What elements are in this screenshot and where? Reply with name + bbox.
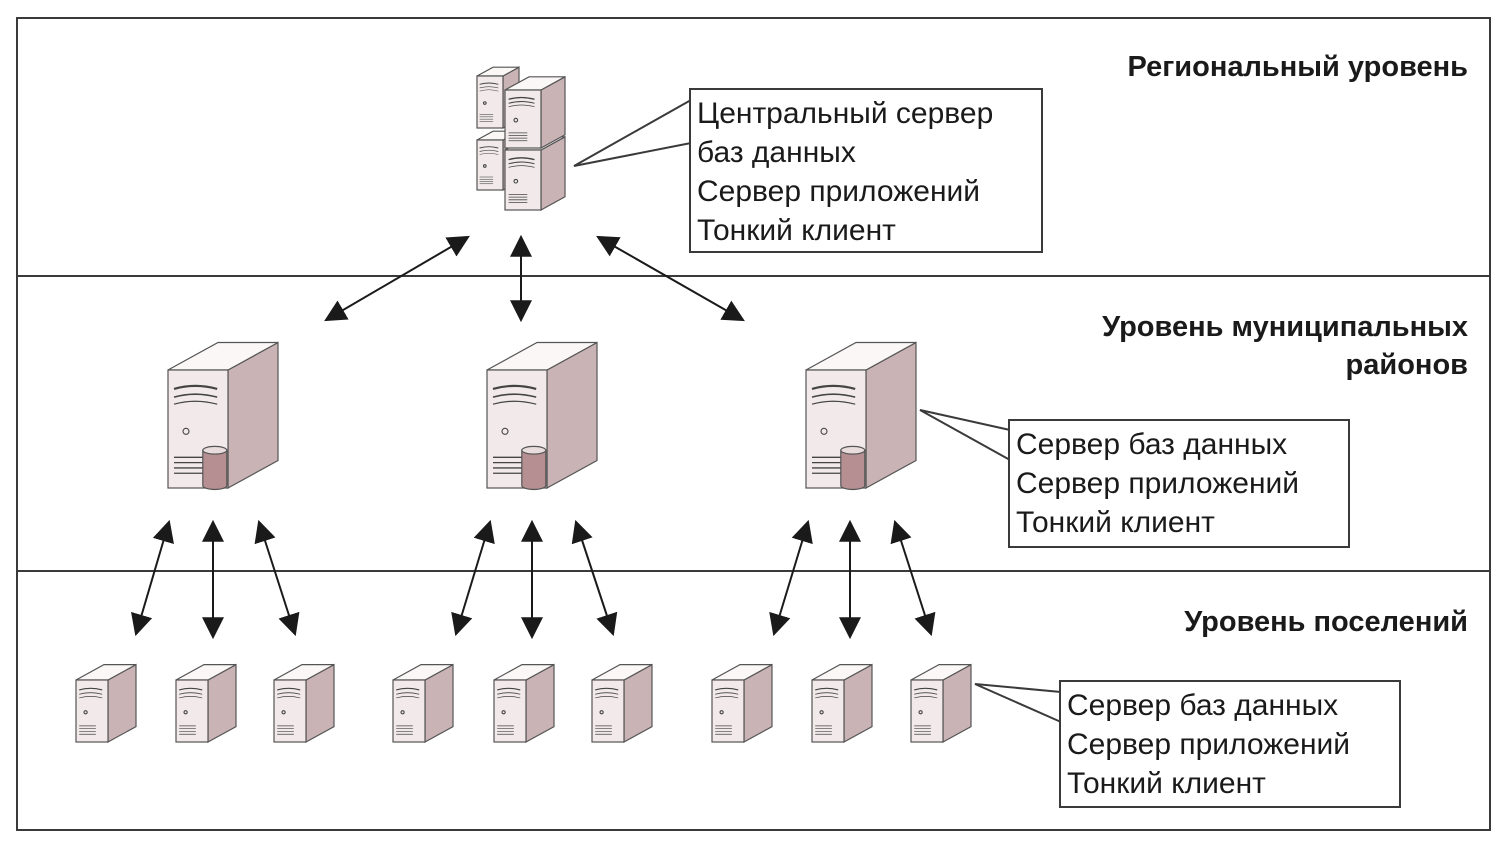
settlement-server-callout: Сервер баз данных Сервер приложений Тонк… bbox=[1059, 680, 1401, 808]
settlement-callout-line-1: Сервер баз данных bbox=[1067, 689, 1339, 722]
settlement-server-6-icon bbox=[591, 663, 653, 744]
settlement-callout-line-2: Сервер приложений bbox=[1067, 728, 1351, 761]
arrow-municipal-3-to-settlement-1 bbox=[769, 519, 813, 637]
municipal-server-1-icon bbox=[167, 341, 279, 491]
central-callout-pointer bbox=[573, 99, 692, 167]
municipal-callout-line-1: Сервер баз данных bbox=[1016, 428, 1288, 461]
settlement-server-7-icon bbox=[711, 663, 773, 744]
municipal-callout-line-3: Тонкий клиент bbox=[1016, 506, 1215, 539]
settlement-server-9-icon bbox=[910, 663, 972, 744]
central-server-cluster-icon bbox=[476, 66, 566, 212]
settlement-callout-line-3: Тонкий клиент bbox=[1067, 767, 1266, 800]
municipal-level-title: Уровень муниципальных районов bbox=[1102, 308, 1468, 384]
municipal-callout-pointer bbox=[919, 409, 1011, 461]
arrow-municipal-2-to-settlement-3 bbox=[571, 519, 618, 637]
arrow-central-to-municipal-3 bbox=[596, 235, 745, 322]
diagram-frame bbox=[16, 17, 1491, 831]
arrow-municipal-1-to-settlement-3 bbox=[254, 519, 300, 637]
settlement-server-8-icon bbox=[811, 663, 873, 744]
arrow-municipal-1-to-settlement-1 bbox=[131, 519, 174, 637]
divider-regional-municipal bbox=[16, 275, 1491, 277]
central-callout-line-4: Тонкий клиент bbox=[697, 214, 896, 247]
settlement-level-title: Уровень поселений bbox=[1184, 606, 1468, 638]
settlement-server-2-icon bbox=[175, 663, 237, 744]
municipal-level-title-line2: районов bbox=[1345, 349, 1468, 381]
settlement-server-5-icon bbox=[493, 663, 555, 744]
municipal-server-callout: Сервер баз данных Сервер приложений Тонк… bbox=[1008, 419, 1350, 548]
arrow-municipal-3-to-settlement-3 bbox=[890, 519, 936, 637]
central-callout-line-3: Сервер приложений bbox=[697, 175, 981, 208]
regional-level-title: Региональный уровень bbox=[1127, 51, 1468, 83]
settlement-server-1-icon bbox=[75, 663, 137, 744]
municipal-level-title-line1: Уровень муниципальных bbox=[1102, 311, 1468, 343]
settlement-server-4-icon bbox=[392, 663, 454, 744]
settlement-callout-pointer bbox=[974, 683, 1062, 723]
arrow-municipal-2-to-settlement-1 bbox=[451, 519, 495, 637]
municipal-server-3-icon bbox=[805, 341, 917, 491]
arrow-central-to-municipal-1 bbox=[324, 235, 470, 322]
central-cluster-server-front-top-icon bbox=[504, 75, 566, 150]
central-callout-line-1: Центральный сервер bbox=[697, 97, 994, 130]
municipal-callout-line-2: Сервер приложений bbox=[1016, 467, 1300, 500]
municipal-server-2-icon bbox=[486, 341, 598, 491]
divider-municipal-settlement bbox=[16, 570, 1491, 572]
central-callout-line-2: баз данных bbox=[697, 136, 856, 169]
central-server-callout: Центральный сервер баз данных Сервер при… bbox=[689, 88, 1043, 253]
settlement-server-3-icon bbox=[273, 663, 335, 744]
